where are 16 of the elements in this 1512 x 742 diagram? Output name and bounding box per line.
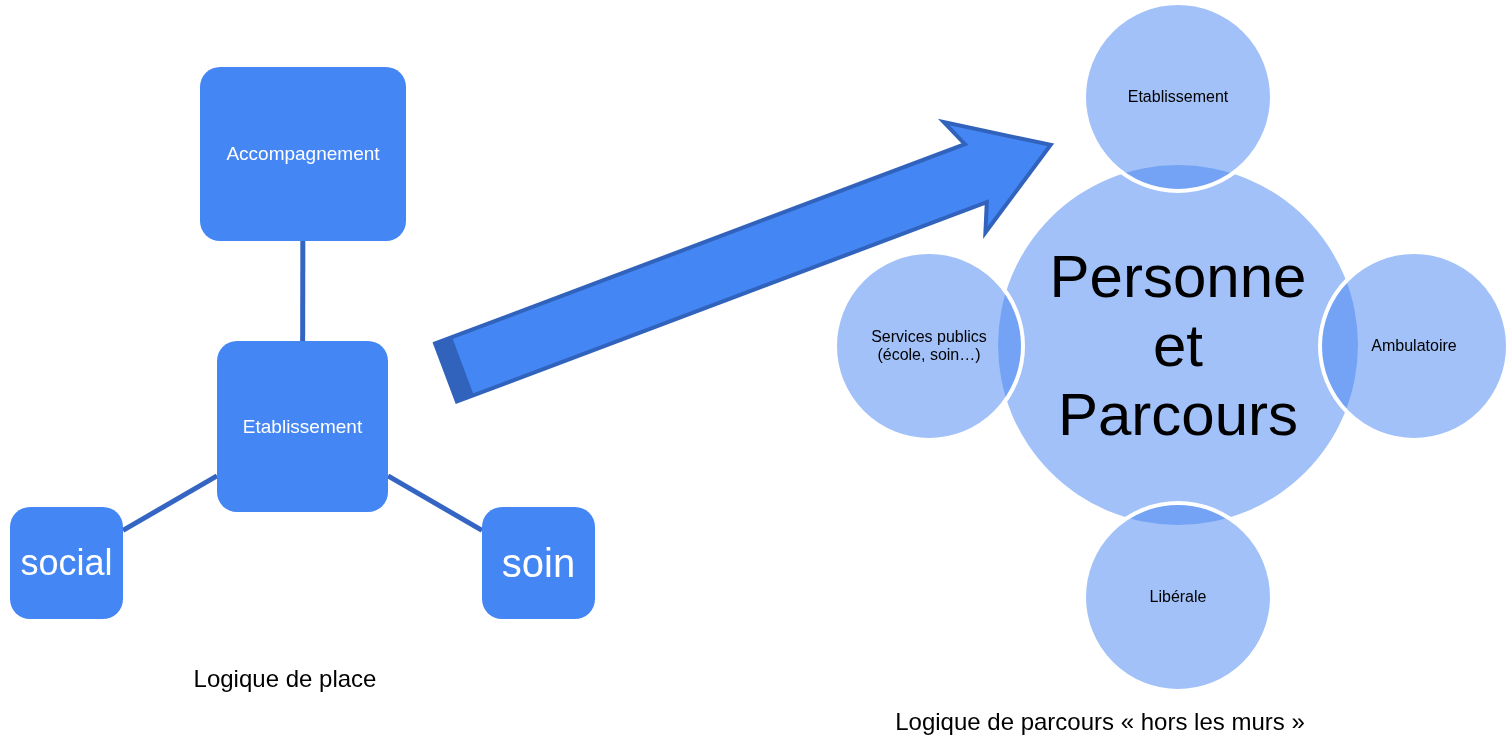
connector-line	[300, 241, 306, 341]
caption-text: Logique de place	[192, 665, 378, 693]
process-box: social	[10, 507, 123, 619]
circle-label: Libérale	[1149, 588, 1207, 606]
caption-text: Logique de parcours « hors les murs »	[894, 708, 1306, 736]
block-arrow	[432, 118, 1055, 405]
center-circle	[998, 165, 1358, 525]
circle-label: Ambulatoire	[1371, 337, 1457, 355]
connector-line	[121, 473, 219, 533]
circle-label: Personne et Parcours	[1048, 241, 1308, 449]
process-box: Accompagnement	[200, 67, 406, 241]
circle-label: Services publics (école, soin…)	[870, 328, 988, 364]
process-box: soin	[482, 507, 595, 619]
circle-label: Etablissement	[1127, 88, 1229, 106]
connector-line	[386, 473, 484, 533]
process-box: Etablissement	[217, 341, 388, 512]
